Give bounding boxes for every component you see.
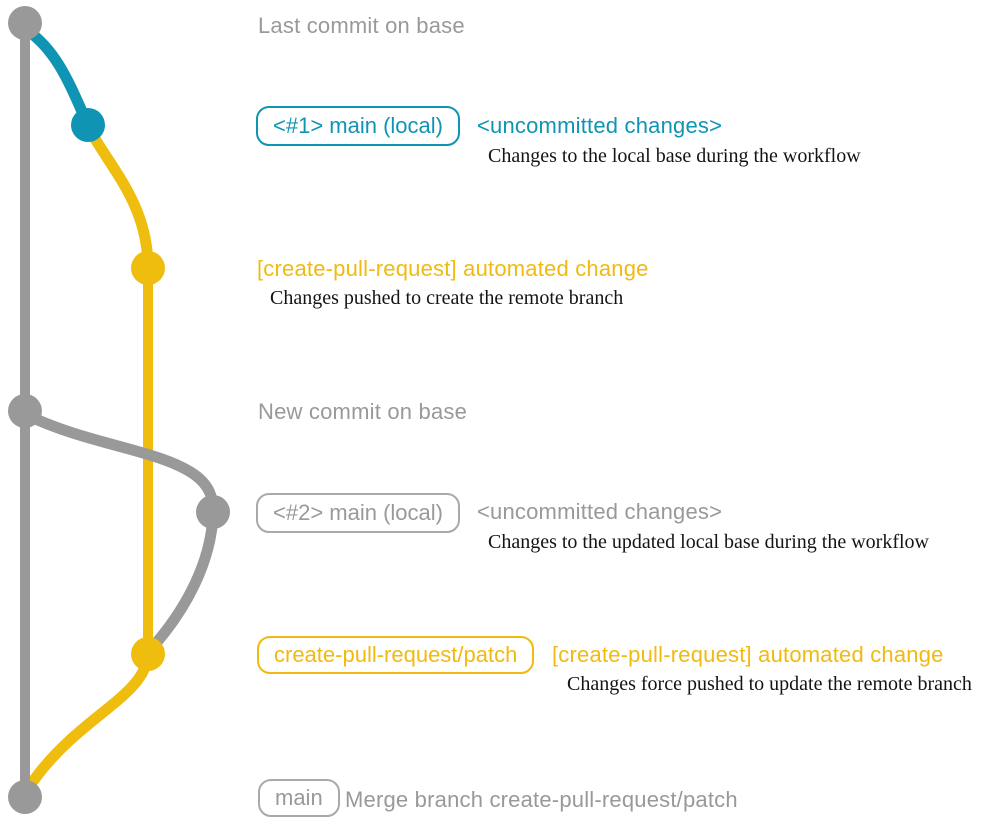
uncommitted-changes-label-1: <uncommitted changes> — [477, 113, 723, 138]
commit-node-automated-change-1 — [131, 251, 165, 285]
new-commit-on-base-label: New commit on base — [258, 399, 468, 424]
branch-badge-main: main — [258, 779, 340, 817]
patch-branch-curve-merge — [28, 648, 154, 786]
branch-badge-patch: create-pull-request/patch — [257, 636, 535, 674]
last-commit-on-base-label: Last commit on base — [258, 13, 465, 38]
merge-commit-message: Merge branch create-pull-request/patch — [345, 787, 738, 812]
note-local-base-changes: Changes to the local base during the wor… — [488, 145, 861, 167]
uncommitted-changes-label-2: <uncommitted changes> — [477, 499, 723, 524]
note-updated-local-base-changes: Changes to the updated local base during… — [488, 531, 929, 553]
commit-node-local-main-1 — [71, 108, 105, 142]
commit-node-automated-change-2 — [131, 637, 165, 671]
note-changes-force-pushed: Changes force pushed to update the remot… — [567, 673, 972, 695]
commit-node-last-commit-on-base — [8, 6, 42, 40]
automated-change-title-1: [create-pull-request] automated change — [257, 256, 649, 281]
commit-node-merge-commit — [8, 780, 42, 814]
commit-node-local-main-2 — [196, 495, 230, 529]
branch-badge-main-local-2: <#2> main (local) — [256, 493, 460, 533]
rebase-curve-in — [144, 509, 219, 656]
automated-change-title-2: [create-pull-request] automated change — [552, 642, 944, 667]
branch-badge-main-local-1: <#1> main (local) — [256, 106, 460, 146]
git-graph — [8, 6, 230, 814]
commit-node-new-commit-on-base — [8, 394, 42, 428]
patch-branch-curve-top — [82, 121, 154, 274]
rebase-curve-out — [23, 410, 219, 518]
note-changes-pushed: Changes pushed to create the remote bran… — [270, 287, 624, 309]
